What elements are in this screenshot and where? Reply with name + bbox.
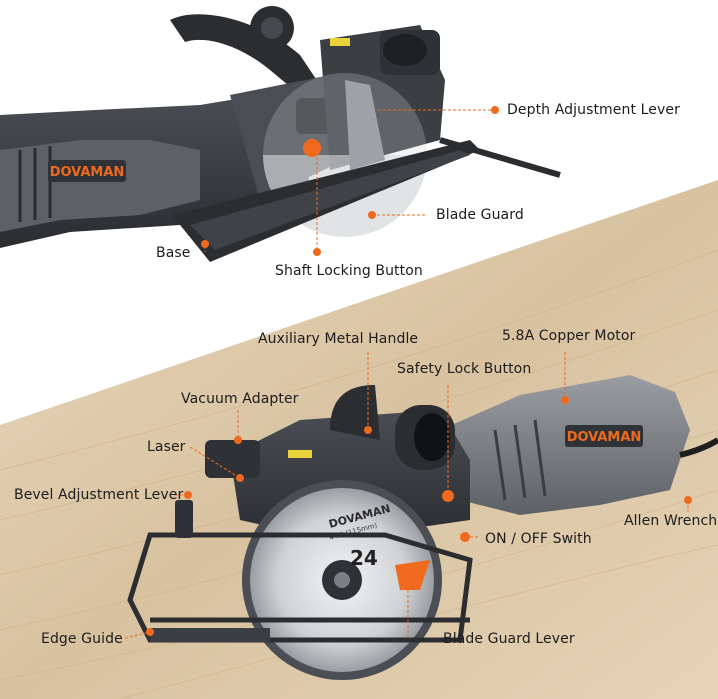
label-edge-guide: Edge Guide [41,631,123,647]
label-allen-wrench: Allen Wrench [624,513,718,529]
bottom-brand-logo: DOVAMAN [567,430,642,445]
label-auxiliary-metal-handle: Auxiliary Metal Handle [258,331,419,347]
label-bevel-adjustment-lever: Bevel Adjustment Lever [14,487,184,503]
label-depth-adjustment-lever: Depth Adjustment Lever [507,102,680,118]
label-base: Base [156,245,191,261]
label-vacuum-adapter: Vacuum Adapter [181,391,299,407]
label-on-off-switch: ON / OFF Swith [485,531,592,547]
label-shaft-locking-button: Shaft Locking Button [275,263,423,279]
label-laser: Laser [147,439,186,455]
label-copper-motor: 5.8A Copper Motor [502,328,636,344]
label-safety-lock-button: Safety Lock Button [397,361,532,377]
blade-teeth-text: 24 [350,546,378,570]
bottom-callouts [124,352,692,640]
top-saw: DOVAMAN [0,6,561,262]
top-brand-logo: DOVAMAN [50,165,125,180]
label-blade-guard-lever: Blade Guard Lever [443,631,575,647]
top-callouts [201,106,499,256]
label-blade-guard: Blade Guard [436,207,524,223]
